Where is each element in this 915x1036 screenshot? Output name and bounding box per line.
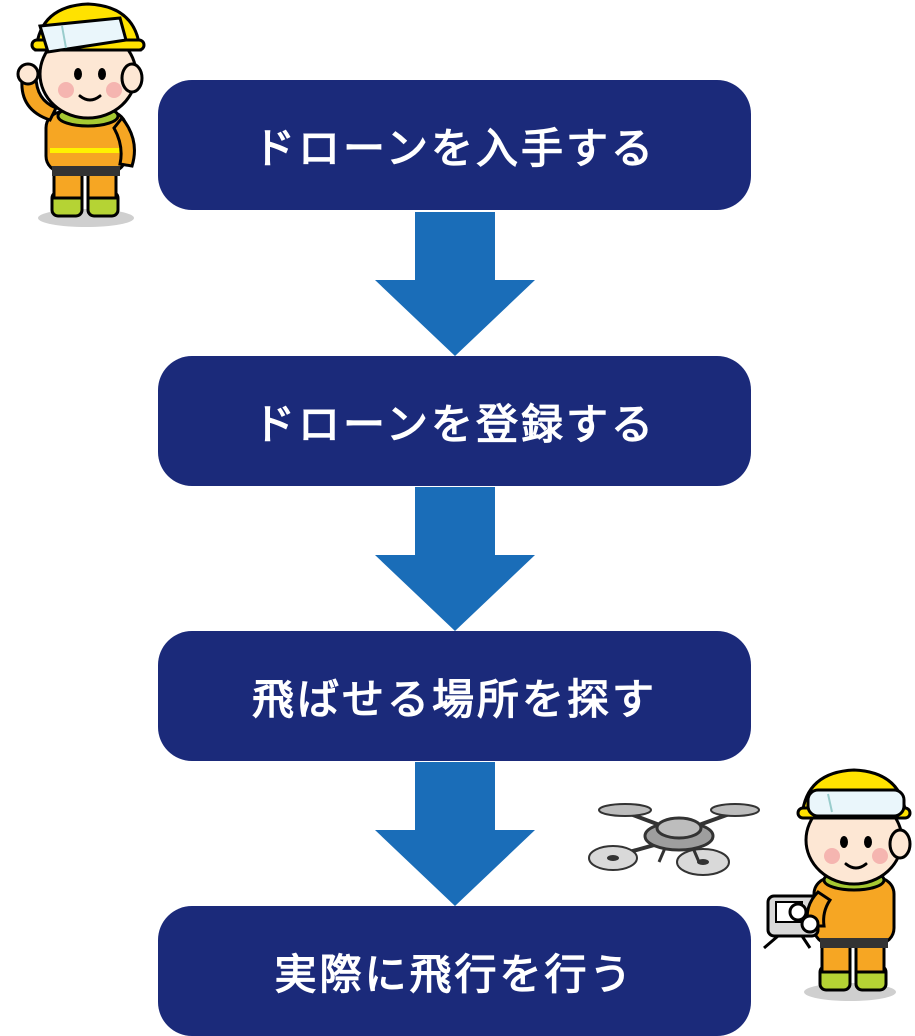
- step-label-4: 実際に飛行を行う: [274, 949, 635, 999]
- worker-with-controller-illustration: [763, 768, 912, 1001]
- step-box-3: 飛ばせる場所を探す: [158, 631, 751, 761]
- step-label-2: ドローンを登録する: [253, 399, 656, 449]
- down-arrow-icon: [375, 762, 535, 906]
- down-arrow-icon: [375, 212, 535, 356]
- step-box-1: ドローンを入手する: [158, 80, 751, 210]
- worker-saluting-illustration: [16, 2, 146, 227]
- down-arrow-icon: [375, 487, 535, 631]
- step-label-1: ドローンを入手する: [253, 123, 656, 173]
- drone-illustration: [588, 803, 760, 876]
- step-box-2: ドローンを登録する: [158, 356, 751, 486]
- step-box-4: 実際に飛行を行う: [158, 906, 751, 1036]
- step-label-3: 飛ばせる場所を探す: [251, 674, 657, 724]
